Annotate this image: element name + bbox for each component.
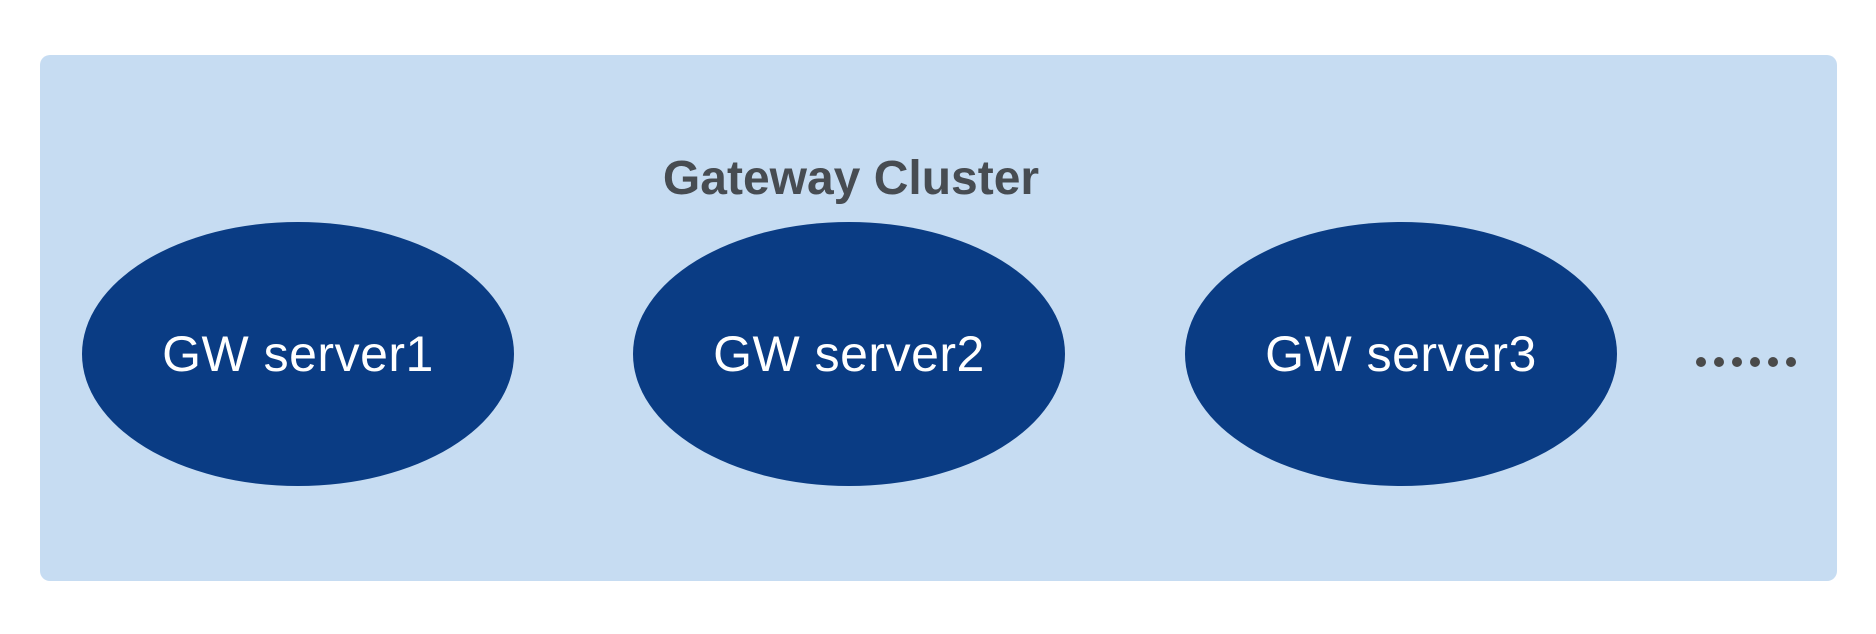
ellipsis-dot: [1750, 357, 1760, 367]
gateway-cluster-panel: Gateway Cluster GW server1 GW server2 GW…: [40, 55, 1837, 581]
cluster-title: Gateway Cluster: [662, 152, 1040, 205]
ellipsis-dot: [1714, 357, 1724, 367]
gw-server-2-node: GW server2: [633, 222, 1065, 486]
ellipsis-dot: [1768, 357, 1778, 367]
gw-server-1-node: GW server1: [82, 222, 514, 486]
ellipsis-dot: [1732, 357, 1742, 367]
gw-server-2-label: GW server2: [713, 326, 985, 382]
more-servers-ellipsis: [1696, 357, 1796, 367]
gw-server-3-node: GW server3: [1185, 222, 1617, 486]
ellipsis-dot: [1786, 357, 1796, 367]
gw-server-1-label: GW server1: [162, 326, 434, 382]
gw-server-3-label: GW server3: [1265, 326, 1537, 382]
ellipsis-dot: [1696, 357, 1706, 367]
